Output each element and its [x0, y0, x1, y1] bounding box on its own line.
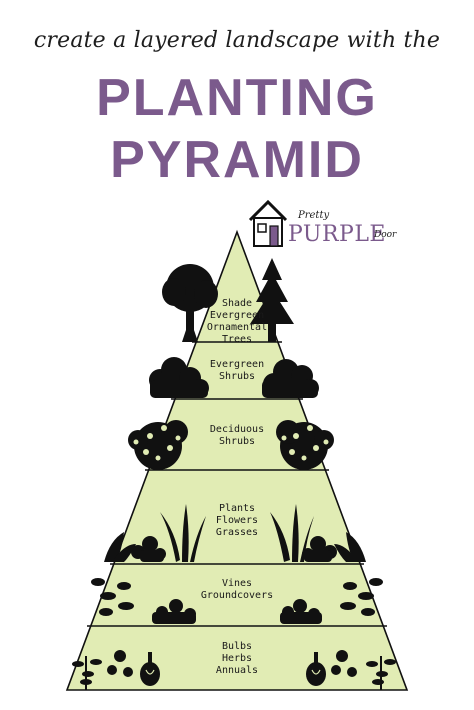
logo-door-text: Door	[374, 230, 397, 240]
groundcover-right-icon	[280, 599, 322, 624]
logo-purple-text: PURPLE	[288, 222, 386, 247]
house-icon	[248, 199, 288, 247]
tier-dividers	[87, 341, 387, 627]
title-line-1: PLANTING	[96, 69, 378, 127]
vine-right-icon	[340, 578, 383, 616]
deciduous-shrub-right-icon	[276, 420, 334, 470]
subtitle: create a layered landscape with the	[33, 28, 441, 53]
pretty-purple-door-logo: Pretty PURPLE Door	[246, 196, 396, 252]
bulb-left-icon	[140, 652, 160, 686]
flower-cluster-left-icon	[131, 536, 166, 562]
vine-left-icon	[91, 578, 134, 616]
herb-left-icon	[72, 656, 102, 690]
bulb-right-icon	[306, 652, 326, 686]
evergreen-tree-icon	[250, 258, 294, 342]
title-line-2: PYRAMID	[110, 131, 364, 189]
leafy-plant-right-icon	[334, 532, 366, 562]
logo-pretty-text: Pretty	[298, 210, 330, 221]
grass-left-icon	[160, 504, 206, 562]
evergreen-shrub-right-icon	[262, 359, 319, 398]
annual-flower-left-icon	[107, 650, 133, 677]
flower-cluster-right-icon	[302, 536, 337, 562]
deciduous-shrub-left-icon	[128, 420, 188, 470]
shade-tree-icon	[162, 264, 218, 342]
evergreen-shrub-left-icon	[149, 357, 209, 398]
annual-flower-right-icon	[331, 650, 357, 677]
groundcover-left-icon	[152, 599, 196, 624]
herb-right-icon	[366, 656, 396, 690]
leafy-plant-left-icon	[104, 532, 136, 562]
